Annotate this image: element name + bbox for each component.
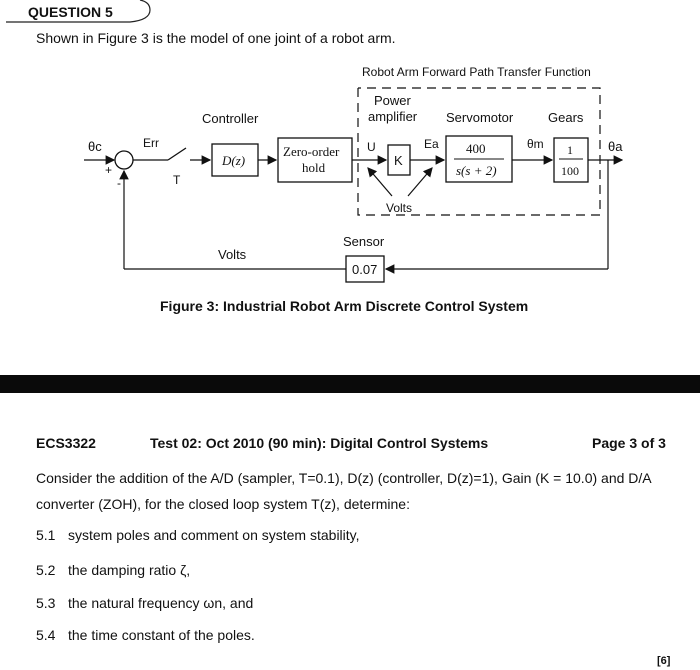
- question-intro: Shown in Figure 3 is the model of one jo…: [36, 30, 396, 46]
- page-number: Page 3 of 3: [592, 435, 666, 451]
- controller-block: [211, 143, 259, 177]
- item-number: 5.3: [36, 595, 56, 611]
- theta-a-label: θa: [608, 139, 623, 154]
- ea-label: Ea: [424, 137, 439, 151]
- err-label: Err: [143, 136, 159, 150]
- list-item: 5.1 system poles and comment on system st…: [36, 527, 360, 543]
- question-title: QUESTION 5: [28, 4, 113, 20]
- figure-caption: Figure 3: Industrial Robot Arm Discrete …: [160, 298, 529, 314]
- test-title: Test 02: Oct 2010 (90 min): Digital Cont…: [150, 435, 489, 451]
- list-item: 5.4 the time constant of the poles.: [36, 627, 255, 643]
- sensor-block: [345, 255, 385, 283]
- gears-label: Gears: [548, 110, 584, 125]
- list-item: 5.3 the natural frequency ωn, and: [36, 595, 253, 611]
- summing-junction: [114, 150, 134, 170]
- forward-path-title: Robot Arm Forward Path Transfer Function: [362, 65, 591, 79]
- sampler-switch: [167, 147, 187, 161]
- item-number: 5.4: [36, 627, 56, 643]
- servo-denominator: s(s + 2): [456, 163, 497, 178]
- gears-denominator: 100: [561, 164, 579, 178]
- sampler-label: T: [173, 173, 181, 187]
- forward-path-boundary: [357, 87, 601, 216]
- u-label: U: [367, 140, 376, 154]
- item-number: 5.2: [36, 562, 56, 578]
- item-text: the damping ratio ζ,: [68, 562, 191, 578]
- item-text: the time constant of the poles.: [68, 627, 255, 643]
- marks-label: [6]: [657, 655, 671, 667]
- theta-m-label: θm: [527, 137, 544, 151]
- servo-numerator: 400: [466, 141, 486, 156]
- plus-sign: +: [105, 163, 112, 177]
- item-number: 5.1: [36, 527, 56, 543]
- item-text: system poles and comment on system stabi…: [68, 527, 360, 543]
- controller-label: Controller: [202, 111, 259, 126]
- question-body: Consider the addition of the A/D (sample…: [36, 470, 651, 512]
- course-code: ECS3322: [36, 435, 96, 451]
- gears-numerator: 1: [567, 143, 573, 157]
- power-amp-label-1: Power: [374, 93, 412, 108]
- block-diagram: Robot Arm Forward Path Transfer Function…: [84, 65, 623, 283]
- sensor-gain: 0.07: [352, 262, 377, 277]
- gain-k: K: [394, 153, 403, 168]
- volts-arrow-left: [367, 167, 393, 197]
- power-amp-label-2: amplifier: [368, 109, 418, 124]
- controller-tf: D(z): [221, 153, 245, 168]
- servomotor-label: Servomotor: [446, 110, 514, 125]
- zoh-line1: Zero-order: [283, 144, 340, 159]
- list-item: 5.2 the damping ratio ζ,: [36, 562, 190, 578]
- volts-inner-label: Volts: [386, 201, 412, 215]
- page-separator: [0, 375, 700, 393]
- sensor-label: Sensor: [343, 234, 385, 249]
- minus-sign: -: [117, 176, 121, 190]
- volts-feedback-label: Volts: [218, 247, 247, 262]
- volts-arrow-right: [407, 167, 433, 197]
- theta-c-label: θc: [88, 139, 102, 154]
- question-underline-curve: [6, 0, 151, 23]
- zoh-line2: hold: [302, 160, 326, 175]
- item-text: the natural frequency ωn, and: [68, 595, 254, 611]
